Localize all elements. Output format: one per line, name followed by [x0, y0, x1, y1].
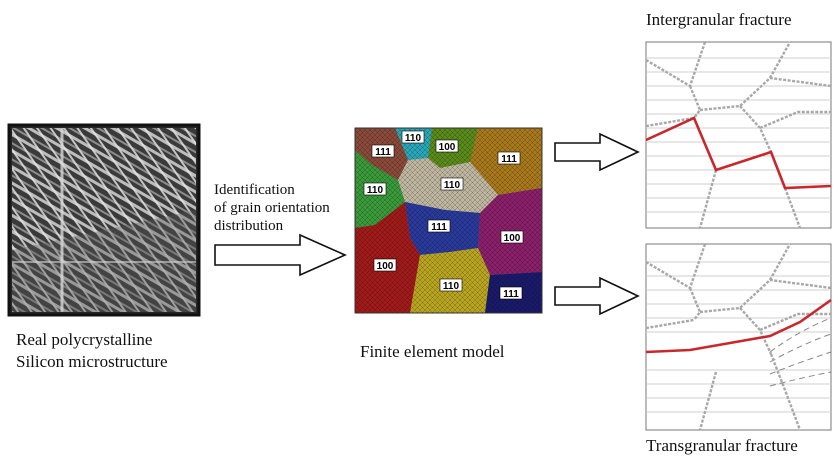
grain-tag-2: 111 — [371, 144, 395, 158]
identification-text-line2: of grain orientation — [214, 200, 330, 216]
grain-tag-6: 110 — [440, 177, 464, 191]
grain-tag-10: 110 — [439, 278, 463, 292]
svg-text:100: 100 — [504, 233, 521, 244]
grain-tag-8: 100 — [500, 230, 524, 244]
microstructure-caption-line1: Real polycrystalline — [16, 330, 153, 349]
svg-text:111: 111 — [503, 289, 519, 300]
identification-arrow — [214, 233, 347, 277]
microstructure-photo — [7, 123, 201, 317]
svg-text:100: 100 — [439, 142, 456, 153]
intergranular-panel — [645, 41, 832, 229]
svg-text:110: 110 — [444, 180, 461, 191]
microstructure-caption-line2: Silicon microstructure — [16, 352, 168, 371]
svg-text:111: 111 — [375, 147, 391, 158]
grain-tag-11: 111 — [499, 286, 523, 300]
svg-text:110: 110 — [405, 133, 422, 144]
svg-text:111: 111 — [501, 154, 517, 165]
grain-tag-3: 100 — [435, 139, 459, 153]
svg-text:100: 100 — [377, 261, 394, 272]
intergranular-crack — [645, 116, 832, 190]
transgranular-title: Transgranular fracture — [646, 436, 798, 455]
svg-text:111: 111 — [431, 222, 447, 233]
fem-model: 110 111 100 111 110 110 111 100 — [354, 127, 543, 314]
grain-tag-9: 100 — [373, 258, 397, 272]
svg-text:110: 110 — [367, 185, 384, 196]
identification-text-line1: Identification — [214, 182, 295, 198]
grain-tag-7: 111 — [427, 219, 451, 233]
transgranular-panel — [645, 243, 832, 431]
grain-tag-4: 111 — [497, 151, 521, 165]
grain-tag-1: 110 — [401, 130, 425, 144]
svg-text:110: 110 — [443, 281, 460, 292]
transgranular-crack — [645, 298, 832, 354]
fem-caption: Finite element model — [360, 342, 505, 361]
arrow-to-intergranular — [554, 132, 640, 172]
identification-text-line3: distribution — [214, 218, 284, 234]
grain-tag-5: 110 — [363, 182, 387, 196]
arrow-to-transgranular — [554, 276, 640, 316]
intergranular-title: Intergranular fracture — [646, 10, 792, 29]
